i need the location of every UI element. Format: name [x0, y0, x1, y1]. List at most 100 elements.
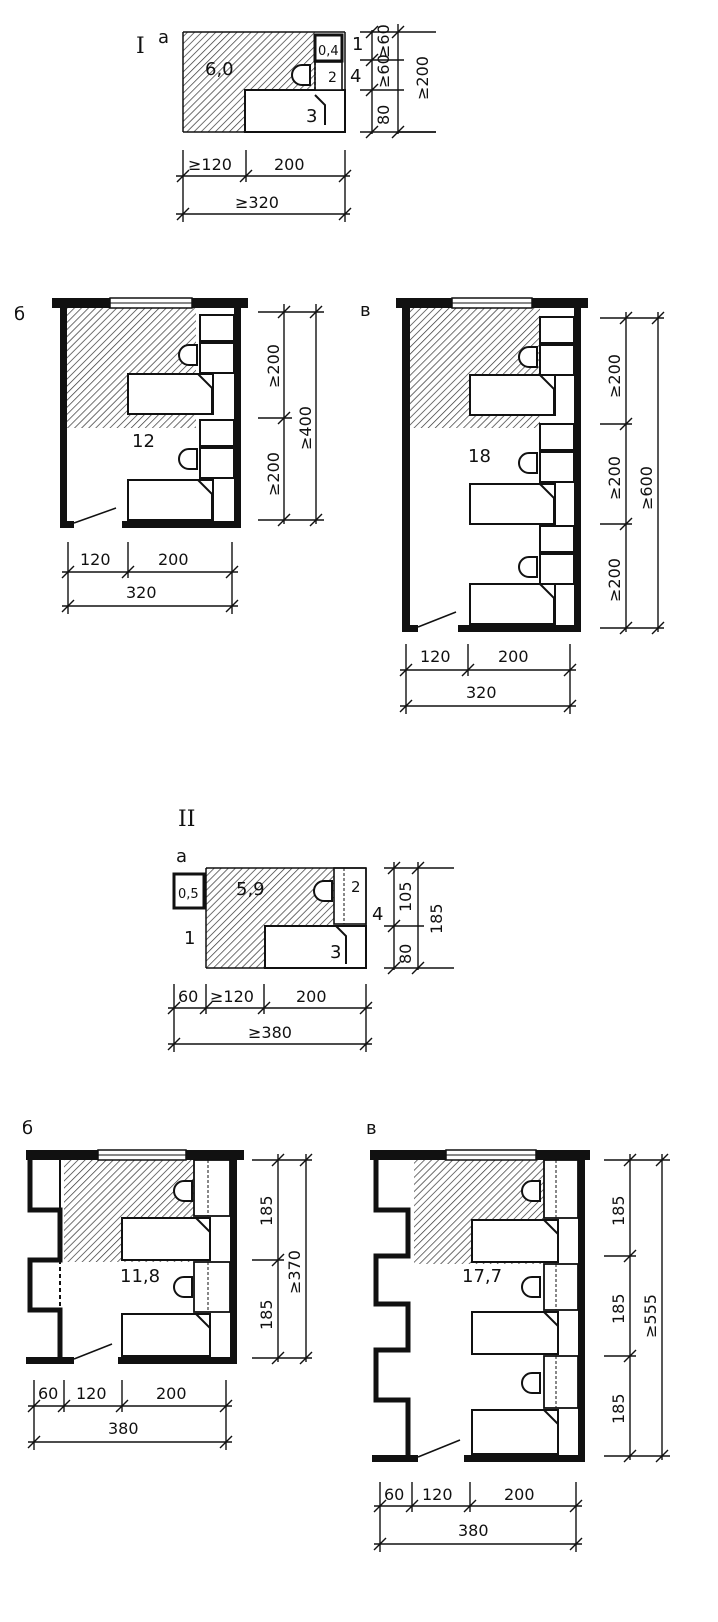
bed [127, 373, 214, 415]
bed [121, 1217, 211, 1261]
bed-cover-fold [314, 94, 326, 125]
door [73, 507, 117, 524]
plan-I-b: б 12 [14, 297, 324, 614]
dim-v-2: 185 [609, 1293, 628, 1324]
num-3: 3 [306, 106, 317, 127]
num-1: 1 [352, 34, 363, 55]
bed [127, 479, 214, 521]
roman-numeral-II: II [178, 807, 195, 832]
room-area: 17,7 [462, 1266, 502, 1287]
room-area: 6,0 [205, 59, 234, 80]
dim-v-total: ≥600 [637, 466, 656, 510]
wardrobe [539, 423, 575, 451]
sink-icon [521, 1372, 541, 1394]
group-II: II а 0,5 5,9 1 2 3 4 [22, 807, 670, 1552]
dim-h-total: ≥320 [235, 193, 279, 212]
bed [471, 1409, 559, 1455]
table [193, 1261, 231, 1313]
dim-h-1: ≥120 [188, 155, 232, 174]
plan-I-a: а 6,0 0,4 1 2 3 4 [158, 24, 436, 222]
dim-h-total: 320 [466, 683, 497, 702]
sink-icon [178, 344, 198, 366]
plan-letter: б [14, 304, 25, 325]
table [543, 1159, 579, 1219]
dim-v-total: ≥370 [285, 1250, 304, 1294]
num-2: 2 [328, 70, 337, 86]
plan-letter: б [22, 1118, 33, 1139]
table [543, 1355, 579, 1409]
plan-II-a: а 0,5 5,9 1 2 3 4 [167, 846, 454, 1052]
dim-h-total: 380 [108, 1419, 139, 1438]
table [539, 553, 575, 585]
wardrobe [539, 316, 575, 344]
wardrobe [172, 872, 206, 910]
roman-numeral-I: I [136, 34, 145, 59]
door [417, 1439, 461, 1458]
wardrobe [199, 314, 235, 342]
plan-letter: в [360, 300, 371, 321]
bed [469, 483, 556, 525]
dim-v-1: 185 [257, 1195, 276, 1226]
num-2: 2 [351, 878, 361, 896]
num-4: 4 [372, 904, 383, 925]
bed [264, 925, 367, 969]
wardrobe [539, 525, 575, 553]
dim-h-total: 380 [458, 1521, 489, 1540]
dim-v-3: 80 [374, 105, 393, 125]
sink-icon [173, 1180, 193, 1202]
room-area: 12 [132, 431, 155, 452]
bed [471, 1311, 559, 1355]
dim-v-1: ≥200 [605, 354, 624, 398]
dim-v-2: 80 [396, 944, 415, 964]
bed [469, 583, 556, 625]
table [199, 342, 235, 374]
room-area: 18 [468, 446, 491, 467]
dim-h-3: 200 [156, 1384, 187, 1403]
dim-h-1: 60 [38, 1384, 58, 1403]
dim-v-1: 105 [396, 881, 415, 912]
dim-v-2: ≥200 [264, 452, 283, 496]
dim-h-2: 120 [422, 1485, 453, 1504]
dim-h-2: 200 [158, 550, 189, 569]
sink-icon [173, 1276, 193, 1298]
plan-I-v: в 18 [360, 297, 665, 714]
wardrobe [199, 419, 235, 447]
dim-h-total: ≥380 [248, 1023, 292, 1042]
bed [244, 89, 346, 133]
num-3: 3 [330, 942, 341, 963]
bed [471, 1219, 559, 1263]
door [417, 611, 457, 628]
sink-icon [291, 64, 311, 86]
wardrobe-area: 0,5 [178, 887, 199, 902]
wardrobe-area: 0,4 [318, 44, 339, 59]
door [73, 1343, 113, 1360]
num-4: 4 [350, 66, 361, 87]
dim-h-2: ≥120 [210, 987, 254, 1006]
table [539, 451, 575, 483]
dim-h-1: 60 [178, 987, 198, 1006]
sink-icon [521, 1276, 541, 1298]
dim-h-2: 200 [498, 647, 529, 666]
plan-letter: а [158, 27, 169, 48]
dim-h-3: 200 [504, 1485, 535, 1504]
table [193, 1159, 231, 1217]
plan-II-v: в 17,7 [366, 1118, 670, 1552]
room-area: 5,9 [236, 879, 265, 900]
dim-v-1: ≥60 [374, 24, 393, 58]
group-I: I а 6,0 0,4 1 2 3 4 [14, 24, 665, 714]
wardrobe [313, 33, 344, 63]
dim-h-1: 60 [384, 1485, 404, 1504]
dim-v-2: ≥200 [605, 456, 624, 500]
table [314, 61, 343, 91]
dim-v-total: ≥555 [641, 1294, 660, 1338]
plan-letter: а [176, 846, 187, 867]
dim-v-total: ≥200 [413, 56, 432, 100]
sink-icon [518, 452, 538, 474]
sink-icon [313, 880, 333, 902]
plan-letter: в [366, 1118, 377, 1139]
dim-v-3: ≥200 [605, 558, 624, 602]
dim-h-1: 120 [80, 550, 111, 569]
bed [469, 374, 556, 416]
dim-v-3: 185 [609, 1393, 628, 1424]
sink-icon [178, 448, 198, 470]
